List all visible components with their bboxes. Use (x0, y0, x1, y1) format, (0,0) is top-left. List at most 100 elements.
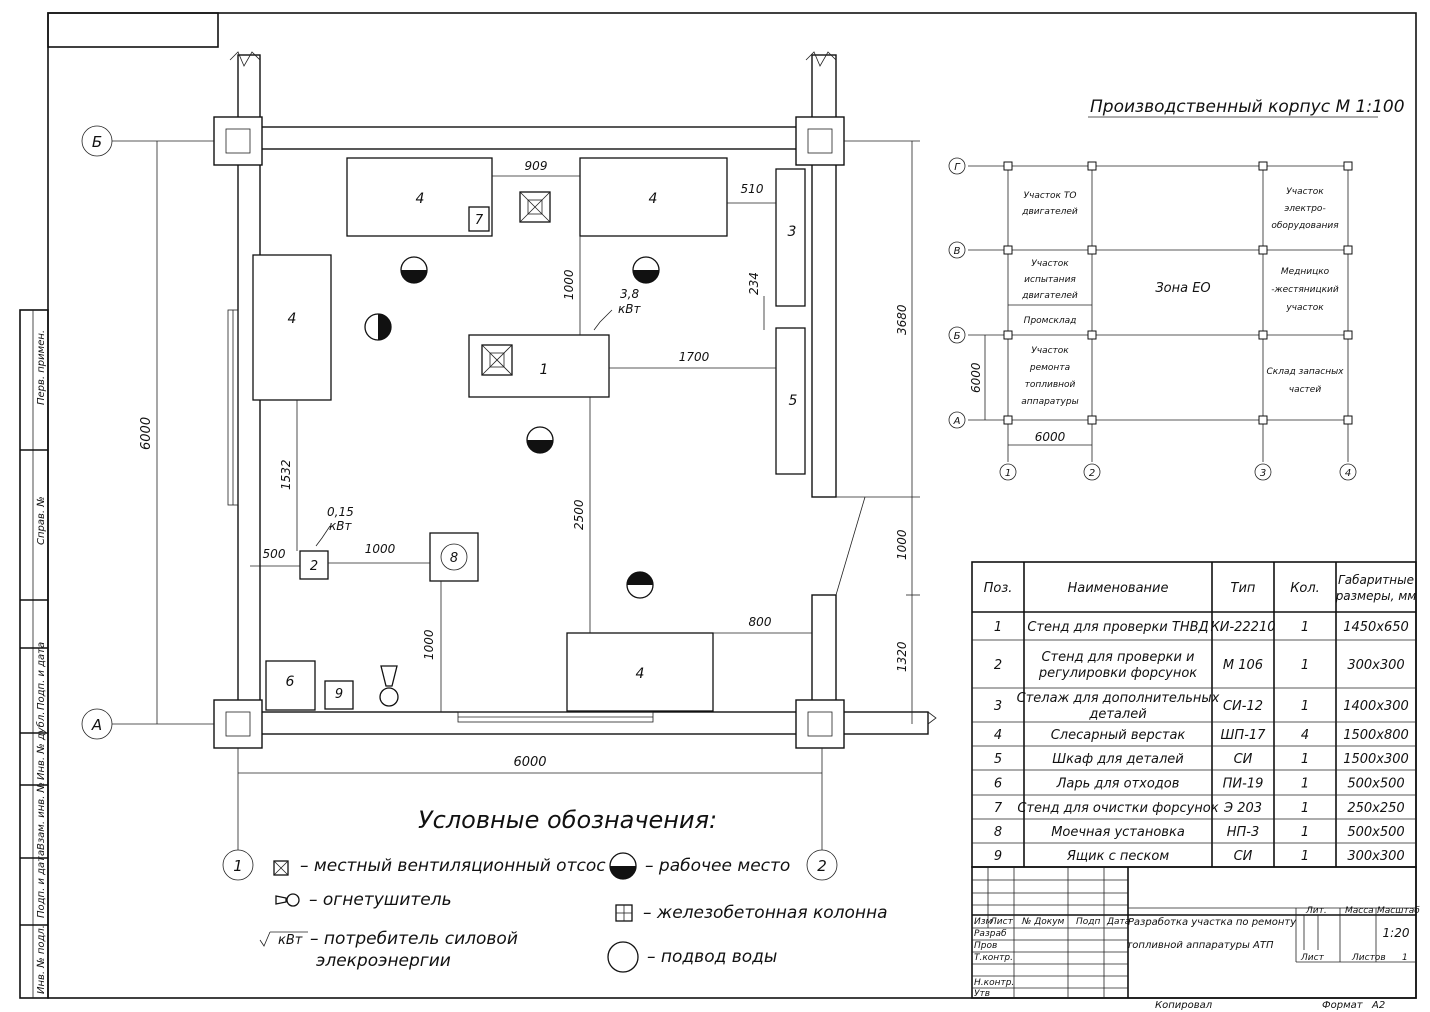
workplace-icon (632, 256, 660, 284)
stamp-title2: топливной аппаратуры АТП (1126, 940, 1274, 951)
table-cell: ШП-17 (1221, 728, 1267, 743)
stamp-nkontr: Н.контр. (974, 978, 1014, 988)
plan-col: 4 (1345, 468, 1351, 479)
table-cell: 500х500 (1347, 777, 1404, 792)
waste-bin-6 (265, 660, 316, 711)
legend-title: Условные обозначения: (418, 806, 717, 834)
dim: 1700 (679, 350, 710, 364)
table-cell: 1 (1301, 620, 1309, 635)
equipment-label: 7 (475, 213, 484, 228)
power-unit: кВт (329, 519, 352, 533)
stamp-format-v: А2 (1371, 1000, 1385, 1011)
table-cell: 1 (1301, 752, 1309, 767)
power-value: 0,15 (327, 505, 354, 519)
legend-column: – железобетонная колонна (643, 903, 888, 923)
equipment-label: 2 (310, 559, 318, 574)
table-cell: Слесарный верстак (1051, 728, 1186, 743)
stamp-utv: Утв (974, 989, 990, 999)
nozzle-stand-2 (299, 550, 329, 580)
legend: Условные обозначения: – местный вентиляц… (259, 806, 888, 973)
water-icon (607, 941, 639, 973)
plan-row: Г (954, 162, 961, 173)
washer-8 (429, 532, 479, 582)
stamp-data: Дата (1106, 917, 1130, 927)
building-plan: Производственный корпус М 1:100 Г В Б А … (948, 97, 1405, 481)
dim: 1000 (895, 529, 909, 560)
zone-eo: Зона ЕО (1155, 281, 1210, 296)
workplace-icon (626, 571, 654, 599)
equipment-label: 3 (788, 224, 797, 240)
axis-1: 1 (233, 857, 243, 875)
axis-a: А (91, 716, 102, 734)
workplace-icon (400, 256, 428, 284)
stamp-list2: Лист (1300, 953, 1325, 963)
dim: 510 (741, 182, 764, 196)
extinguisher-icon (379, 665, 399, 707)
table-cell: 2 (994, 658, 1002, 673)
table-cell: 4 (1301, 728, 1309, 743)
table-cell: 1 (994, 620, 1002, 635)
table-cell: 1500х800 (1343, 728, 1409, 743)
equipment-label: 4 (649, 191, 658, 207)
legend-power-line2: элекроэнергии (316, 951, 451, 971)
stamp-masshtab: Масштаб (1377, 906, 1420, 916)
th-qty: Кол. (1290, 581, 1320, 596)
side-stamp: Перв. примен. Справ. № Подп. и дата Инв.… (19, 309, 49, 999)
equipment-label: 4 (636, 666, 645, 682)
column (795, 116, 845, 166)
column (213, 699, 263, 749)
table-cell: Стенд для проверки ТНВД (1027, 620, 1208, 635)
plan-col: 3 (1260, 468, 1266, 479)
table-cell: ПИ-19 (1223, 777, 1264, 792)
table-cell: СИ-12 (1223, 699, 1263, 714)
side-label: Перв. примен. (36, 330, 47, 405)
workplace-icon (526, 426, 554, 454)
vent-hood-icon (519, 191, 551, 223)
table-cell: 9 (994, 849, 1002, 864)
table-cell: Стенд для очистки форсунок (1017, 801, 1218, 816)
stamp-ndoc: № Докум (1021, 917, 1065, 927)
dim: 2500 (572, 499, 586, 530)
axis-2: 2 (817, 857, 827, 875)
legend-power-symbol: кВт (278, 933, 303, 948)
rack-3 (775, 168, 806, 307)
plan-row: Б (954, 331, 961, 342)
side-label: Инв. № подл. (36, 925, 47, 994)
stamp-izm: Изм (974, 917, 993, 927)
workbench-4c (252, 254, 332, 401)
equipment-label: 4 (416, 191, 425, 207)
table-cell: М 106 (1223, 658, 1263, 673)
stamp-list: Лист (989, 917, 1014, 927)
vent-hood-icon (273, 860, 289, 876)
room-plan: Б А 1 2 4 7 4 3 4 1 5 (81, 51, 937, 881)
stamp-format: Формат (1322, 1000, 1364, 1011)
table-cell: 8 (994, 825, 1002, 840)
table-cell: КИ-22210 (1211, 620, 1276, 635)
workbench-4b (579, 157, 728, 237)
dim: 1532 (279, 459, 293, 490)
th-pos: Поз. (984, 581, 1013, 596)
workbench-4a (346, 157, 493, 237)
stamp-razrab: Разраб (974, 929, 1007, 939)
workbench-4d (566, 632, 714, 712)
table-cell: 1500х300 (1343, 752, 1409, 767)
plan-col: 1 (1005, 468, 1011, 479)
side-label: Подп. и дата (36, 642, 47, 710)
plan-title: Производственный корпус М 1:100 (1090, 97, 1405, 117)
table-cell: 1400х300 (1343, 699, 1409, 714)
nozzle-cleaning-stand-7 (468, 206, 490, 232)
plan-col: 2 (1089, 468, 1095, 479)
equipment-label: 5 (789, 393, 798, 409)
table-cell: Ларь для отходов (1056, 777, 1180, 792)
plan-dim: 6000 (1035, 430, 1066, 444)
table-cell: 1 (1301, 849, 1309, 864)
stamp-scale: 1:20 (1383, 926, 1410, 940)
table-cell: СИ (1234, 752, 1253, 767)
legend-water: – подвод воды (647, 947, 777, 967)
